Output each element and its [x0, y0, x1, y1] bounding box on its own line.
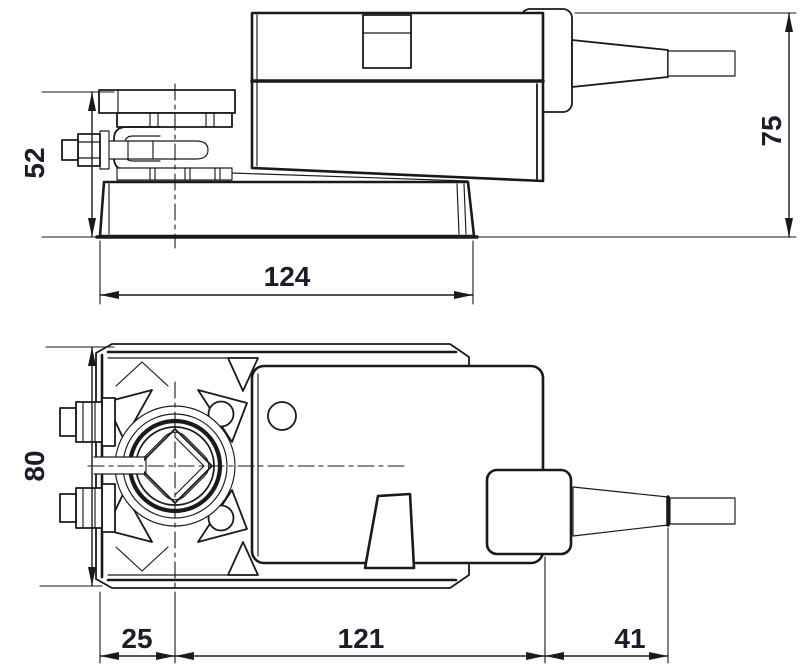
dim-label-bracket-height: 52 — [19, 147, 50, 178]
bolt-head-lower — [59, 493, 77, 523]
position-indicator — [267, 401, 297, 431]
clamp-screw-upper — [207, 400, 235, 428]
dim-base-length — [99, 240, 474, 305]
cable-gland-side — [520, 8, 736, 113]
clamp-bolt-shaft — [107, 140, 209, 160]
cable-top — [669, 497, 736, 525]
clamp-bolts-top — [59, 397, 116, 533]
dimensions — [39, 12, 797, 664]
dim-bottom-row — [99, 527, 669, 664]
cable-side — [667, 50, 736, 77]
gear-release-tab — [363, 492, 416, 570]
clamp-screw-lower — [207, 504, 235, 532]
mounting-base-side — [95, 180, 479, 239]
body-outline-side — [250, 11, 545, 183]
dim-bracket-height — [41, 91, 115, 238]
cable-gland-top — [485, 468, 736, 556]
manual-override-button — [362, 14, 412, 69]
dim-body-width — [39, 346, 115, 587]
base-outline-side — [98, 180, 476, 238]
dim-label-total-height: 75 — [756, 115, 787, 146]
dim-label-body-width: 80 — [19, 450, 50, 481]
anti-rotation-tab-lower — [227, 541, 259, 576]
mounting-bracket-top — [107, 357, 259, 576]
bolt-nut-upper — [75, 401, 103, 443]
dim-label-clamp-offset: 25 — [121, 623, 152, 654]
gland-block-top — [485, 468, 573, 556]
actuator-body-side — [250, 11, 545, 183]
strain-relief-top — [572, 486, 669, 537]
side-view — [61, 8, 736, 249]
actuator-body-top — [250, 364, 545, 570]
strain-relief-side — [571, 39, 669, 88]
clamp-bolt-head — [61, 139, 79, 161]
bolt-head-upper — [59, 407, 77, 437]
top-view — [59, 343, 736, 593]
dim-label-cable-gland-length: 41 — [614, 623, 645, 654]
clamp-washer — [99, 130, 110, 170]
dim-label-body-length: 121 — [338, 623, 385, 654]
anti-rotation-tab-upper — [227, 357, 259, 392]
dim-label-base-length: 124 — [264, 261, 311, 292]
bolt-nut-lower — [75, 487, 103, 529]
dim-total-height — [476, 12, 797, 238]
clamp-nut — [77, 133, 101, 167]
clamp-top-plate — [98, 89, 236, 114]
